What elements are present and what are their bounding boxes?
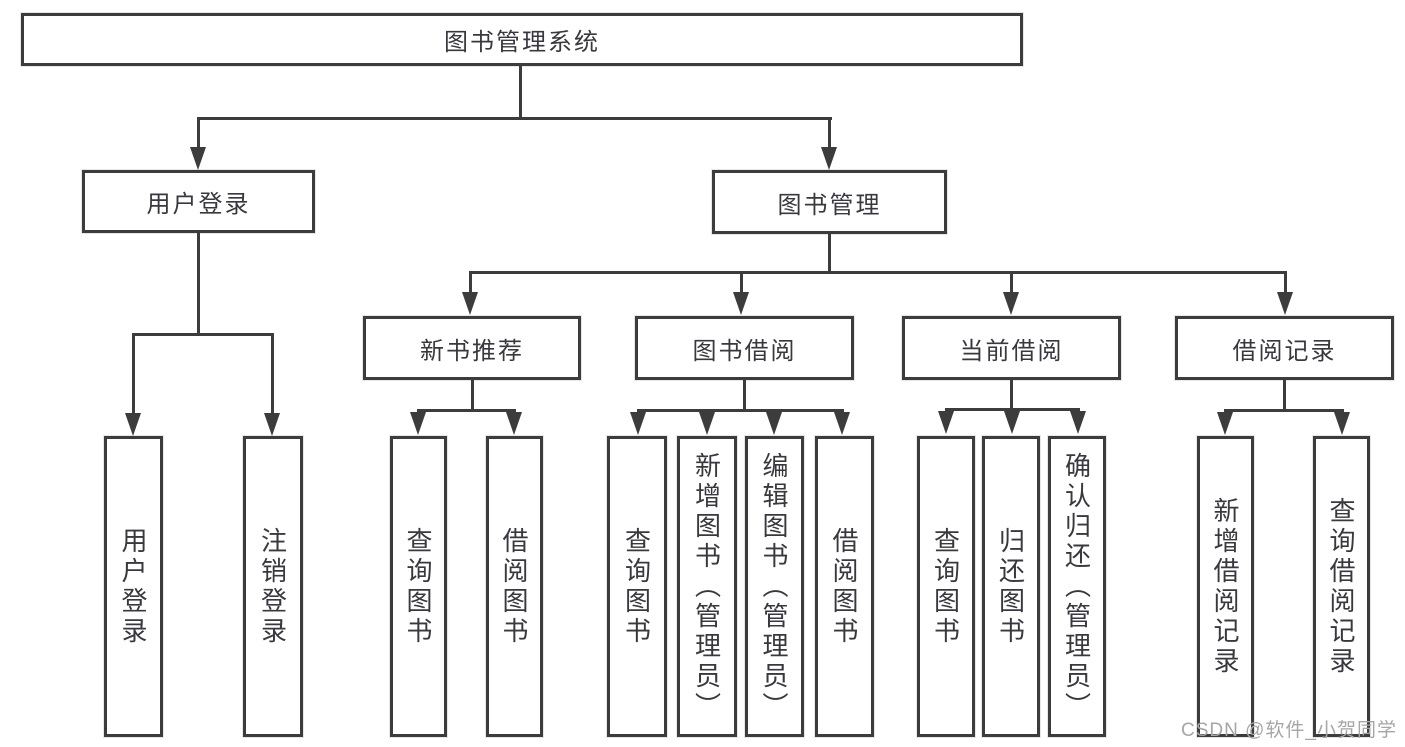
arrow-down-icon [821, 147, 837, 170]
arrow-down-icon [1217, 412, 1233, 435]
connector-line [417, 409, 516, 412]
leaf-add-book-admin-label: 新增图书（管理员） [691, 451, 722, 722]
node-library-management-system-label: 图书管理系统 [444, 29, 600, 56]
connector-line [945, 408, 1080, 411]
node-current-borrow: 当前借阅 [902, 316, 1121, 380]
node-book-borrow: 图书借阅 [635, 316, 854, 380]
arrow-down-icon [733, 292, 749, 315]
connector-line [271, 333, 274, 415]
node-user-login-label: 用户登录 [146, 191, 251, 218]
leaf-query-books-borrow-label: 查询图书 [621, 526, 652, 647]
arrow-down-icon [1334, 412, 1350, 435]
leaf-return-book-label: 归还图书 [995, 526, 1026, 647]
node-book-management-label: 图书管理 [777, 191, 882, 219]
leaf-query-books-recommend: 查询图书 [390, 436, 447, 737]
arrow-down-icon [834, 412, 850, 435]
leaf-add-book-admin: 新增图书（管理员） [677, 436, 737, 737]
node-new-book-recommend: 新书推荐 [363, 316, 581, 380]
leaf-query-books-borrow: 查询图书 [607, 436, 667, 737]
connector-line [828, 117, 831, 150]
node-current-borrow-label: 当前借阅 [959, 337, 1064, 365]
node-new-book-recommend-label: 新书推荐 [420, 337, 524, 365]
leaf-borrow-books-recommend: 借阅图书 [486, 436, 543, 737]
connector-line [197, 117, 832, 120]
leaf-add-borrow-record: 新增借阅记录 [1197, 436, 1254, 737]
leaf-query-borrow-record-label: 查询借阅记录 [1326, 496, 1356, 677]
connector-line [1224, 409, 1344, 412]
node-borrow-records: 借阅记录 [1175, 316, 1394, 380]
watermark: CSDN @软件_小贺同学 [1181, 720, 1397, 741]
connector-line [469, 271, 1287, 274]
node-borrow-records-label: 借阅记录 [1232, 337, 1337, 365]
arrow-down-icon [1277, 292, 1293, 315]
leaf-edit-book-admin: 编辑图书（管理员） [745, 436, 804, 737]
connector-line [1010, 380, 1013, 411]
arrow-down-icon [1004, 411, 1020, 434]
node-book-borrow-label: 图书借阅 [692, 337, 797, 365]
arrow-down-icon [410, 412, 426, 435]
arrow-down-icon [125, 413, 141, 436]
connector-line [743, 380, 746, 412]
arrow-down-icon [766, 412, 782, 435]
leaf-borrow-books-recommend-label: 借阅图书 [499, 526, 529, 647]
arrow-down-icon [190, 147, 206, 170]
leaf-query-books-current-label: 查询图书 [930, 526, 961, 647]
leaf-borrow-books: 借阅图书 [815, 436, 874, 737]
arrow-down-icon [462, 292, 478, 315]
arrow-down-icon [506, 412, 522, 435]
leaf-query-books-current: 查询图书 [917, 436, 975, 737]
node-user-login: 用户登录 [82, 170, 315, 233]
connector-line [519, 66, 522, 119]
connector-line [1284, 271, 1287, 293]
arrow-down-icon [699, 412, 715, 435]
connector-line [197, 117, 200, 150]
leaf-confirm-return-admin: 确认归还（管理员） [1048, 436, 1106, 737]
connector-line [637, 409, 844, 412]
leaf-logout: 注销登录 [243, 436, 303, 737]
connector-line [469, 271, 472, 293]
leaf-query-books-recommend-label: 查询图书 [403, 526, 433, 647]
arrow-down-icon [938, 411, 954, 434]
arrow-down-icon [1070, 411, 1086, 434]
connector-line [471, 380, 474, 412]
leaf-edit-book-admin-label: 编辑图书（管理员） [759, 451, 789, 722]
leaf-borrow-books-label: 借阅图书 [829, 526, 859, 647]
leaf-user-login: 用户登录 [104, 436, 163, 737]
connector-line [132, 333, 135, 415]
node-book-management: 图书管理 [712, 170, 947, 234]
arrow-down-icon [1003, 292, 1019, 315]
connector-line [828, 234, 831, 274]
connector-line [132, 333, 274, 336]
connector-line [197, 233, 200, 336]
arrow-down-icon [264, 413, 280, 436]
arrow-down-icon [630, 412, 646, 435]
leaf-logout-label: 注销登录 [257, 526, 288, 647]
node-library-management-system: 图书管理系统 [21, 13, 1023, 66]
leaf-return-book: 归还图书 [982, 436, 1040, 737]
leaf-query-borrow-record: 查询借阅记录 [1313, 436, 1370, 737]
connector-line [740, 271, 743, 293]
connector-line [1010, 271, 1013, 293]
leaf-user-login-label: 用户登录 [118, 526, 148, 647]
leaf-add-borrow-record-label: 新增借阅记录 [1210, 496, 1240, 677]
connector-line [1283, 380, 1286, 412]
leaf-confirm-return-admin-label: 确认归还（管理员） [1061, 451, 1092, 722]
